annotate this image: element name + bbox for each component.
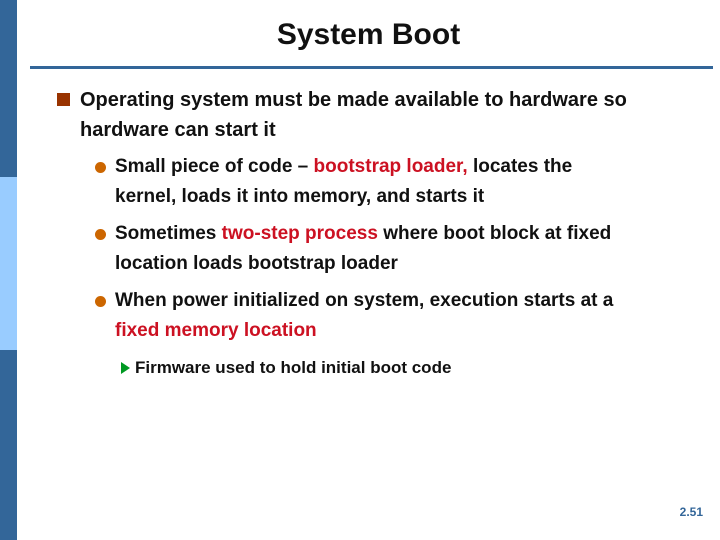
highlighted-text: two-step process [221, 223, 378, 244]
circle-bullet-icon [95, 229, 106, 240]
bullet-text: Operating system must be made available … [80, 89, 627, 141]
bullet-level1: Operating system must be made available … [0, 85, 714, 145]
bullet-level1-text: Operating system must be made available … [80, 85, 714, 145]
bullet-level2-item-3: When power initialized on system, execut… [0, 286, 714, 346]
left-edge-bar-top [0, 0, 17, 177]
page-number: 2.51 [679, 505, 703, 519]
circle-bullet-icon [95, 296, 106, 307]
bullet-level3-text: Firmware used to hold initial boot code [135, 355, 714, 381]
highlighted-text: bootstrap loader, [313, 156, 468, 177]
square-bullet-icon [57, 93, 70, 106]
bullet-level2-text: When power initialized on system, execut… [115, 286, 714, 346]
highlighted-text: fixed memory location [115, 320, 317, 341]
bullet-text: Small piece of code – [115, 156, 314, 177]
bullet-level2-text: Small piece of code – bootstrap loader, … [115, 152, 714, 212]
bullet-level2-item-1: Small piece of code – bootstrap loader, … [0, 152, 714, 212]
bullet-text: When power initialized on system, execut… [115, 290, 614, 311]
bullet-text: Firmware used to hold initial boot code [135, 358, 452, 377]
left-edge-bar-bottom [0, 350, 17, 540]
bullet-text: Sometimes [115, 223, 222, 244]
bullet-text: where boot block at fixed location loads… [115, 223, 612, 274]
circle-bullet-icon [95, 162, 106, 173]
bullet-level2-text: Sometimes two-step process where boot bl… [115, 219, 714, 279]
left-edge-bar-middle [0, 177, 17, 350]
slide-title: System Boot [276, 18, 461, 51]
bullet-level2-item-2: Sometimes two-step process where boot bl… [0, 219, 714, 279]
bullet-level3: Firmware used to hold initial boot code [0, 355, 714, 381]
arrow-bullet-icon [121, 362, 130, 374]
title-underline-rule [30, 66, 713, 69]
slide-body: Operating system must be made available … [0, 69, 714, 381]
bullet-text: locates the kernel, loads it into memory… [115, 156, 573, 207]
